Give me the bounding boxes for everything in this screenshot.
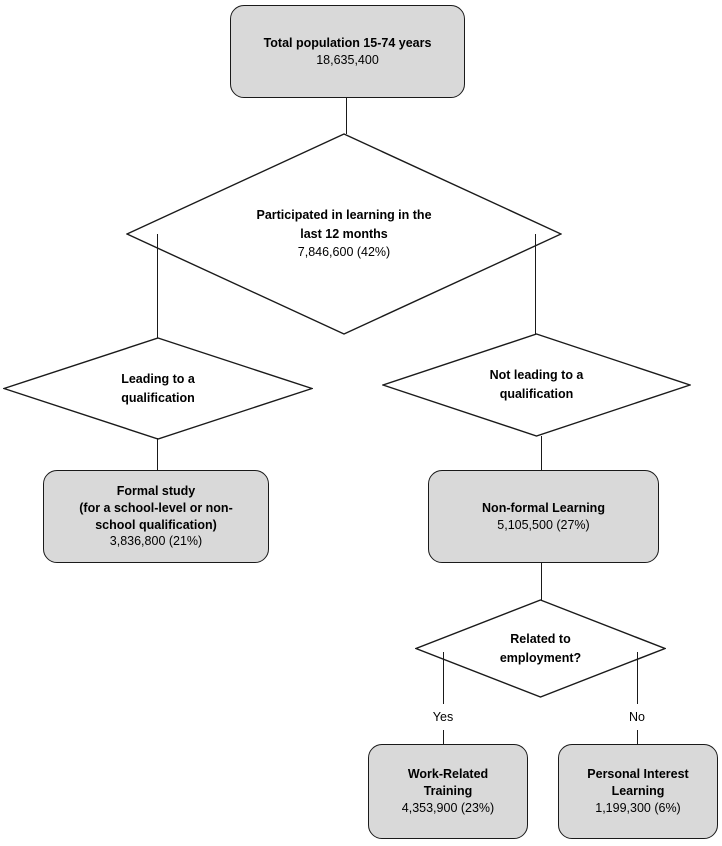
node-total-population[interactable]: Total population 15-74 years 18,635,400 [230,5,465,98]
connector-employment-no-upper [637,652,638,704]
connector-participated-to-not-leading [535,234,536,335]
node-personal-interest-learning[interactable]: Personal Interest Learning 1,199,300 (6%… [558,744,718,839]
formal-study-line1: Formal study [116,483,196,498]
formal-study-line2: (for a school-level or non- [79,500,233,515]
node-not-leading-to-qualification[interactable]: Not leading to a qualification [382,333,691,437]
personal-interest-learning-line1: Personal Interest [587,767,689,782]
connector-employment-no-lower [637,730,638,744]
work-related-training-line2: Training [423,784,473,799]
connector-employment-yes-upper [443,652,444,704]
work-related-training-value: 4,353,900 (23%) [401,800,495,815]
connector-participated-to-leading [157,234,158,338]
formal-study-value: 3,836,800 (21%) [109,534,203,549]
personal-interest-learning-value: 1,199,300 (6%) [595,800,681,815]
connector-employment-yes-lower [443,730,444,744]
node-non-formal-learning[interactable]: Non-formal Learning 5,105,500 (27%) [428,470,659,563]
connector-leading-to-formal-study [157,438,158,471]
total-population-value: 18,635,400 [316,52,379,67]
node-participated-in-learning[interactable]: Participated in learning in the last 12 … [126,133,562,335]
node-leading-to-qualification[interactable]: Leading to a qualification [3,337,313,440]
diamond-shape [415,599,666,698]
diamond-shape [3,337,313,440]
edge-label-no: No [629,710,645,724]
diamond-shape [126,133,562,335]
connector-non-formal-to-employment [541,563,542,600]
edge-label-yes: Yes [432,710,454,724]
node-formal-study[interactable]: Formal study (for a school-level or non-… [43,470,269,563]
non-formal-learning-title: Non-formal Learning [482,500,605,515]
total-population-title: Total population 15-74 years [263,35,432,50]
node-related-to-employment[interactable]: Related to employment? [415,599,666,698]
work-related-training-line1: Work-Related [407,767,489,782]
diamond-shape [382,333,691,437]
connector-total-to-participated [346,98,347,134]
connector-not-leading-to-non-formal [541,436,542,471]
node-work-related-training[interactable]: Work-Related Training 4,353,900 (23%) [368,744,528,839]
formal-study-line3: school qualification) [95,517,217,532]
non-formal-learning-value: 5,105,500 (27%) [497,517,590,532]
personal-interest-learning-line2: Learning [611,784,665,799]
